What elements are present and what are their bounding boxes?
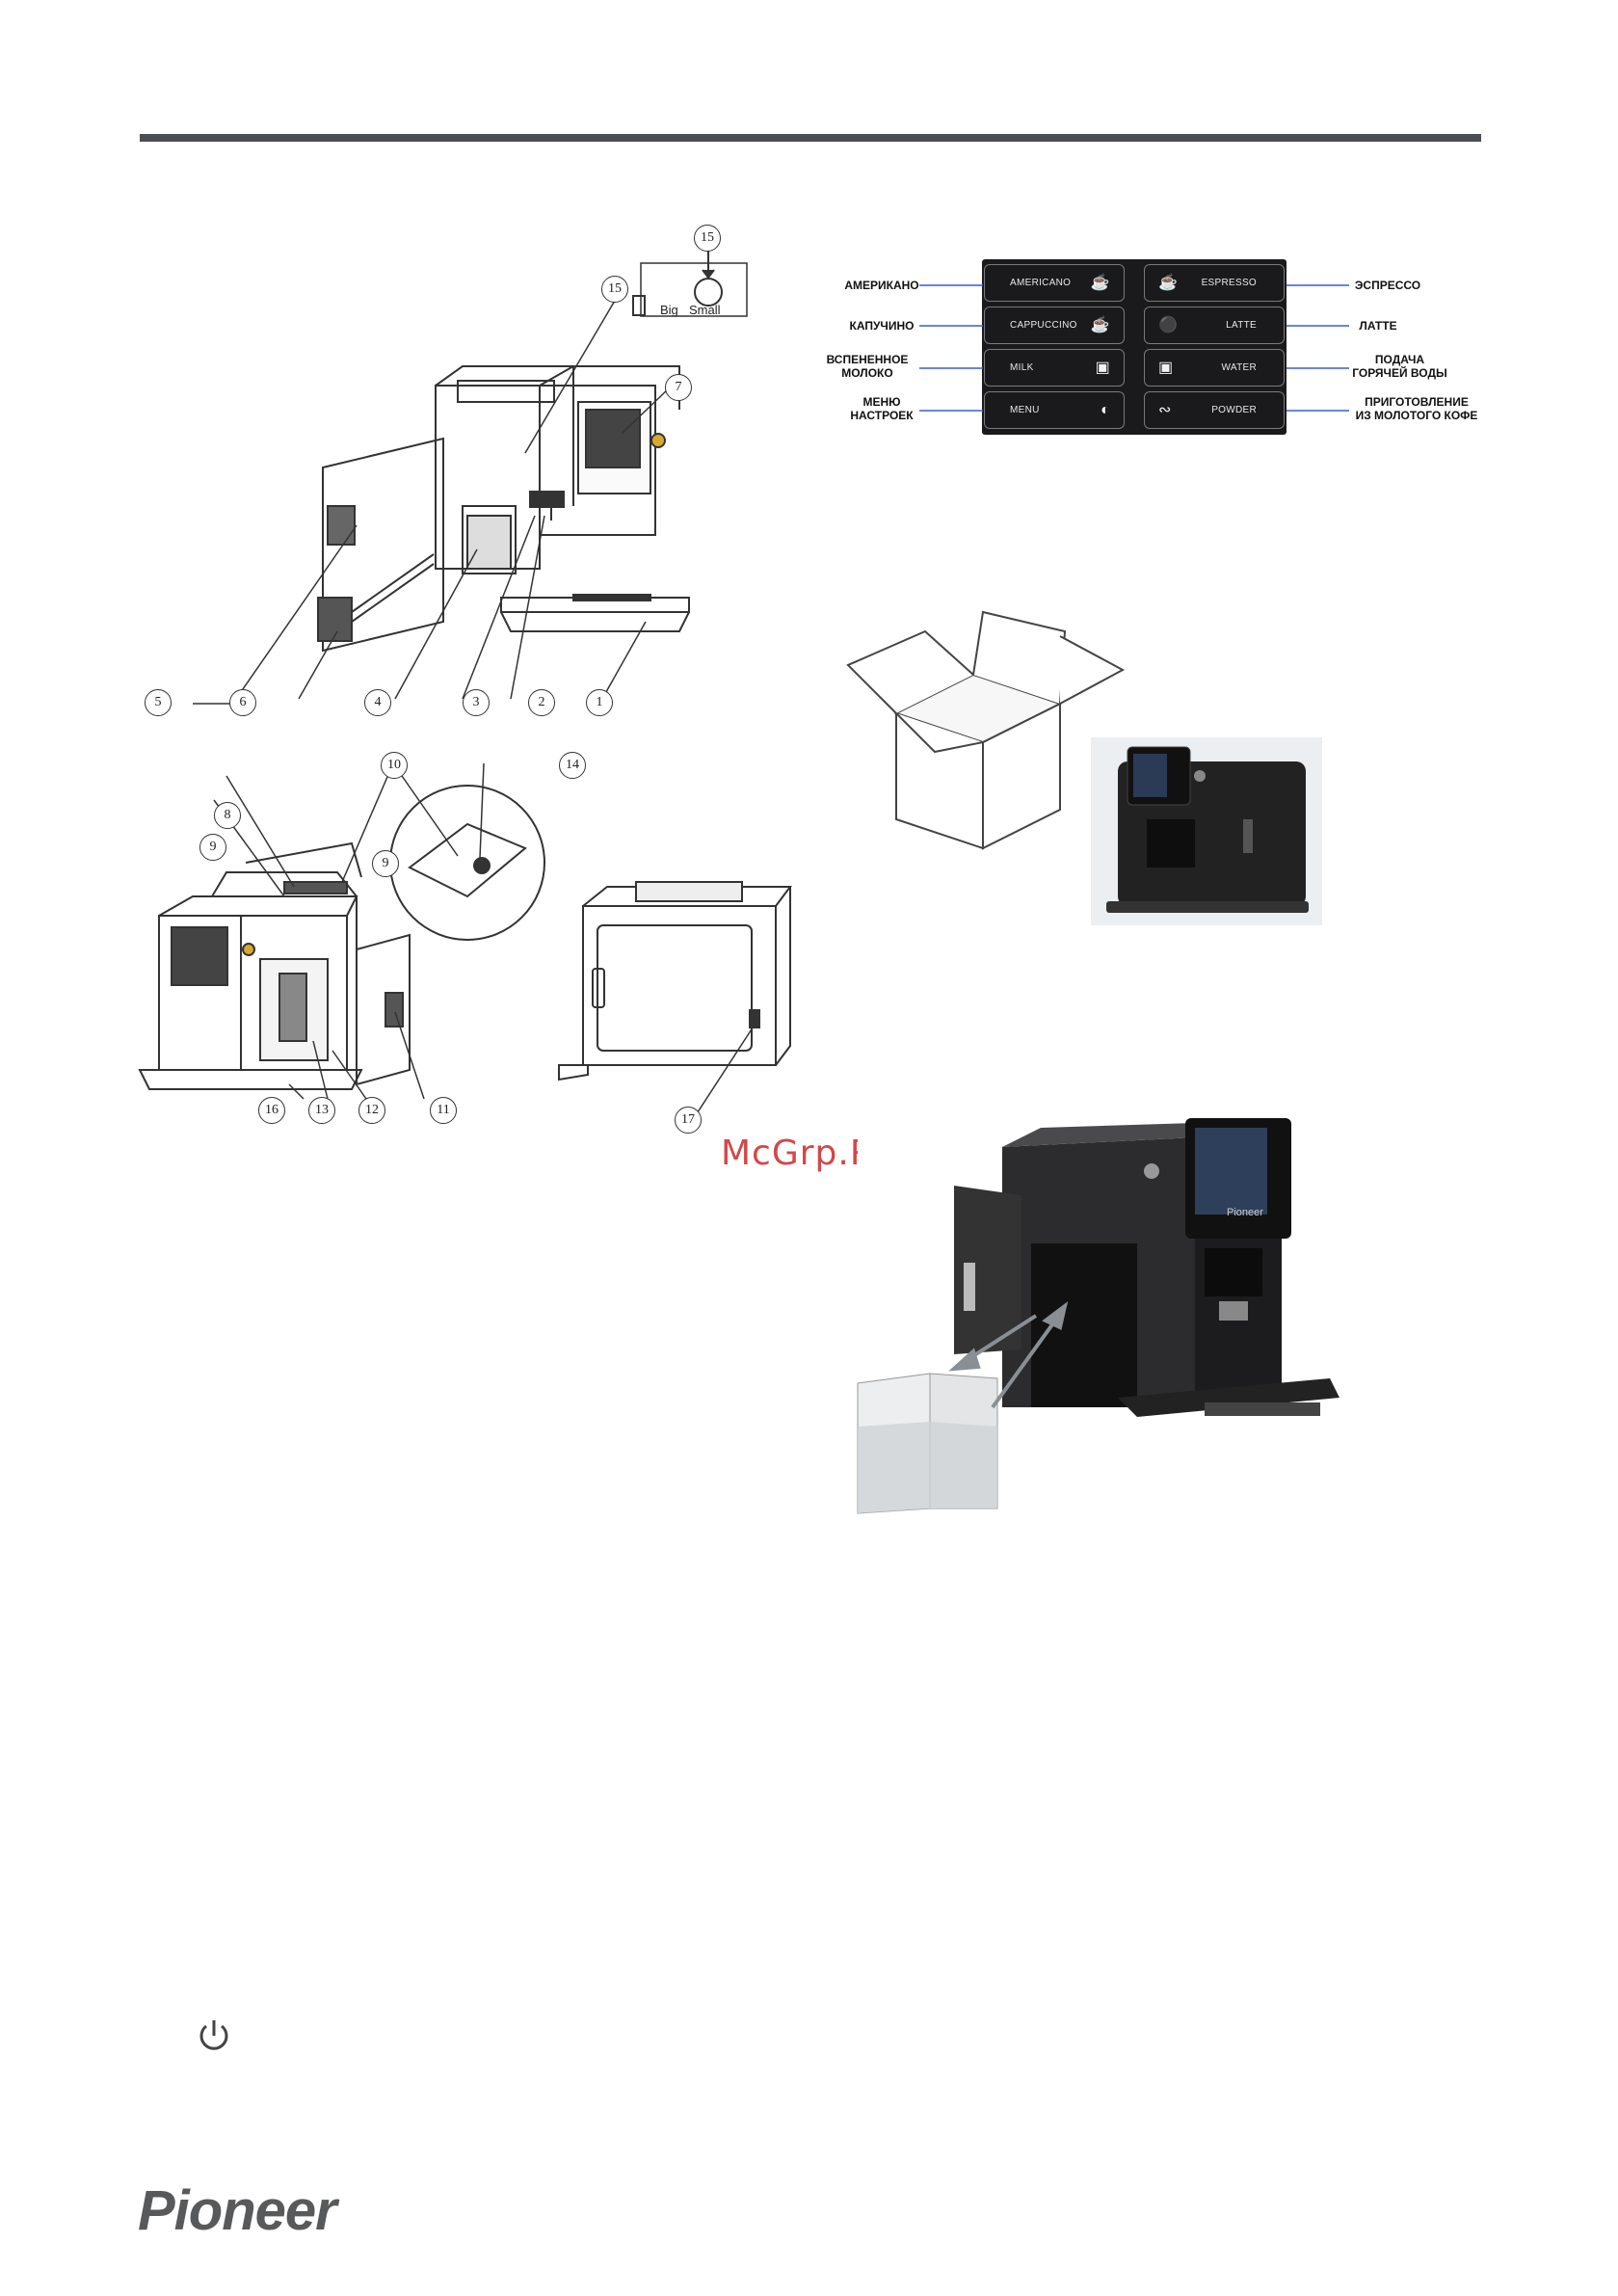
callout: 6 <box>229 689 256 716</box>
machine-brand: Pioneer <box>1227 1207 1263 1218</box>
ru-menu-line2: НАСТРОЕК <box>838 409 925 422</box>
big-label: Big <box>660 303 678 317</box>
ru-milk: ВСПЕНЕННОЕ МОЛОКО <box>814 353 920 380</box>
ru-menu: МЕНЮ НАСТРОЕК <box>838 395 925 422</box>
callout: 13 <box>308 1097 335 1124</box>
callout: 9 <box>199 834 226 861</box>
callout: 9 <box>372 850 399 877</box>
water-tank-illustration: Pioneer <box>848 1118 1349 1542</box>
ru-latte: ЛАТТЕ <box>1354 319 1402 333</box>
ru-powder-line2: ИЗ МОЛОТОГО КОФЕ <box>1349 409 1484 422</box>
callout: 16 <box>258 1097 285 1124</box>
ru-water: ПОДАЧА ГОРЯЧЕЙ ВОДЫ <box>1349 353 1450 380</box>
ru-water-line2: ГОРЯЧЕЙ ВОДЫ <box>1349 366 1450 380</box>
ru-cappuccino: КАПУЧИНО <box>838 319 925 333</box>
coffee-machine-photo <box>1106 747 1309 913</box>
ru-americano: АМЕРИКАНО <box>838 279 925 292</box>
callout: 17 <box>675 1107 702 1134</box>
callout: 4 <box>364 689 391 716</box>
ru-water-line1: ПОДАЧА <box>1349 353 1450 366</box>
callout: 12 <box>358 1097 385 1124</box>
callout: 10 <box>381 752 408 779</box>
ru-menu-line1: МЕНЮ <box>838 395 925 409</box>
callout: 14 <box>559 752 586 779</box>
small-label: Small <box>689 303 721 317</box>
callout: 15 <box>601 276 628 303</box>
callout: 7 <box>665 374 692 401</box>
ru-powder: ПРИГОТОВЛЕНИЕ ИЗ МОЛОТОГО КОФЕ <box>1349 395 1484 422</box>
callout: 8 <box>214 802 241 829</box>
ru-powder-line1: ПРИГОТОВЛЕНИЕ <box>1349 395 1484 409</box>
callout: 1 <box>586 689 613 716</box>
ru-milk-line2: МОЛОКО <box>814 366 920 380</box>
power-icon <box>193 2015 235 2057</box>
top-rule <box>140 134 1481 142</box>
machine-parts-diagram: Big Small <box>135 217 752 728</box>
panel-leaders <box>915 251 1359 443</box>
callout: 2 <box>528 689 555 716</box>
callout: 15 <box>694 225 721 252</box>
unpacking-illustration <box>838 598 1330 930</box>
callout: 5 <box>145 689 172 716</box>
ru-milk-line1: ВСПЕНЕННОЕ <box>814 353 920 366</box>
brand-logo: Pioneer <box>138 2178 336 2243</box>
ru-espresso: ЭСПРЕССО <box>1354 279 1421 292</box>
callout: 3 <box>463 689 490 716</box>
callout: 11 <box>430 1097 457 1124</box>
